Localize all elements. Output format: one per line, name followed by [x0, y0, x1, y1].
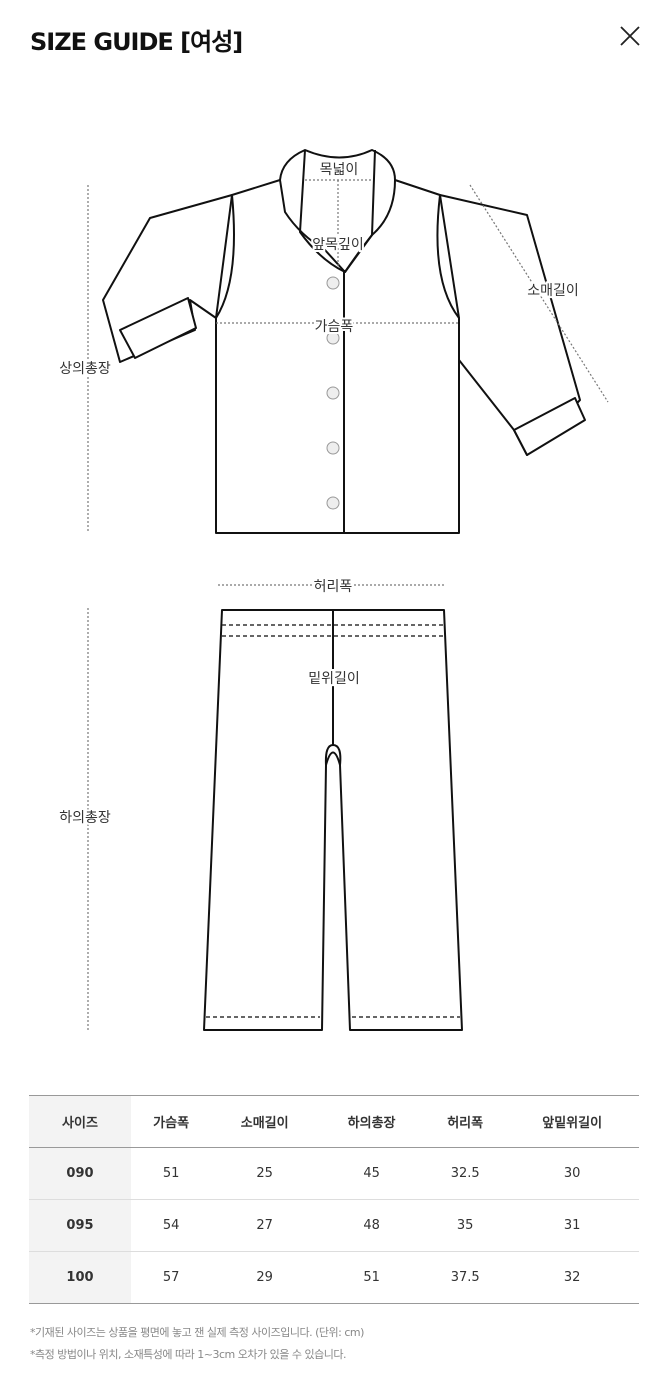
cell-size: 100	[29, 1251, 131, 1304]
top-drawing	[102, 149, 586, 534]
label-front-neck-depth: 앞목깊이	[312, 237, 364, 253]
footnote: *측정 방법이나 위치, 소재특성에 따라 1~3cm 오차가 있을 수 있습니…	[30, 1348, 346, 1361]
page-title: SIZE GUIDE [여성]	[30, 28, 243, 56]
cell: 30	[505, 1147, 639, 1200]
cell: 29	[211, 1251, 319, 1304]
footnotes: *기재된 사이즈는 상품을 평면에 놓고 잰 실제 측정 사이즈입니다. (단위…	[30, 1322, 364, 1366]
header-size: 사이즈	[29, 1095, 131, 1148]
label-neck-width: 목넓이	[320, 162, 359, 178]
cell: 45	[318, 1147, 426, 1200]
cell: 57	[131, 1251, 212, 1304]
cell: 35	[425, 1199, 506, 1252]
header-bottom-length: 하의총장	[318, 1095, 426, 1148]
cell: 51	[131, 1147, 212, 1200]
top-measure-lines	[87, 179, 609, 533]
label-top-length: 상의총장	[59, 361, 111, 377]
cell-size: 090	[29, 1147, 131, 1200]
header-front-rise: 앞밑위길이	[505, 1095, 639, 1148]
label-sleeve: 소매길이	[527, 283, 579, 299]
table-header-row: 사이즈 가슴폭 소매길이 하의총장 허리폭 앞밑위길이	[29, 1095, 639, 1148]
cell: 27	[211, 1199, 319, 1252]
table-row: 090 51 25 45 32.5 30	[29, 1147, 639, 1200]
bottom-measure-lines	[87, 584, 446, 1030]
table-row: 100 57 29 51 37.5 32	[29, 1251, 639, 1304]
footnote: *기재된 사이즈는 상품을 평면에 놓고 잰 실제 측정 사이즈입니다. (단위…	[30, 1326, 364, 1339]
label-bottom-length: 하의총장	[59, 810, 111, 826]
table-row: 095 54 27 48 35 31	[29, 1199, 639, 1252]
cell: 48	[318, 1199, 426, 1252]
shirt-buttons	[326, 276, 340, 510]
label-waist: 허리폭	[314, 579, 353, 595]
pants-drawing	[203, 609, 463, 1031]
cell: 51	[318, 1251, 426, 1304]
close-icon[interactable]	[616, 22, 644, 50]
header-sleeve: 소매길이	[211, 1095, 319, 1148]
garment-diagram: 목넓이 앞목깊이 가슴폭 소매길이 상의총장 허리폭 밑위길이 하의총장	[57, 149, 609, 1031]
cell: 32.5	[425, 1147, 506, 1200]
cell-size: 095	[29, 1199, 131, 1252]
cell: 32	[505, 1251, 639, 1304]
cell: 31	[505, 1199, 639, 1252]
label-chest: 가슴폭	[315, 319, 354, 335]
cell: 25	[211, 1147, 319, 1200]
size-table: 사이즈 가슴폭 소매길이 하의총장 허리폭 앞밑위길이 090 51 25 45…	[29, 1095, 639, 1304]
label-rise: 밑위길이	[308, 671, 360, 687]
cell: 54	[131, 1199, 212, 1252]
header-waist: 허리폭	[425, 1095, 506, 1148]
header-chest: 가슴폭	[131, 1095, 212, 1148]
cell: 37.5	[425, 1251, 506, 1304]
